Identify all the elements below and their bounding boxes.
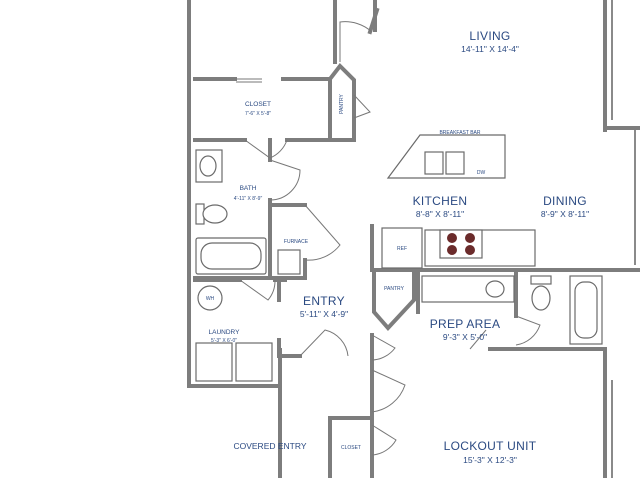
furnace-unit [277,249,301,275]
entry-door [299,329,349,357]
covered-entry-label: COVERED ENTRY [233,441,306,451]
ref-label: REF [397,246,407,252]
walls [187,0,640,478]
refrigerator [381,227,423,269]
dryer [235,342,273,382]
kitchen-dims: 8'-8" X 8'-11" [416,209,464,219]
doors [236,21,541,456]
dining-dims: 8'-9" X 8'-11" [541,209,589,219]
pantry-top-walls [327,62,356,142]
living-label: LIVING [469,29,510,43]
laundry-dims: 5'-3" X 6'-0" [211,338,237,344]
furnace-label: FURNACE [284,239,309,245]
lockout-unit-dims: 15'-3" X 12'-3" [463,455,517,465]
breakfast-bar-label: BREAKFAST BAR [439,130,480,136]
lower-toilet [531,285,551,311]
toilet [202,204,228,224]
bath-sink [199,155,217,177]
labels: LIVING 14'-11" X 14'-4" CLOSET 7'-6" X 5… [206,29,589,465]
laundry-label: LAUNDRY [209,329,241,336]
closet-dims: 7'-6" X 5'-8" [245,111,271,117]
dishwasher-label: DW [477,170,486,176]
living-door [339,21,373,62]
prep-area-dims: 9'-3" X 5'-0" [443,332,487,342]
lockout-unit-label: LOCKOUT UNIT [444,439,537,453]
prep-area-label: PREP AREA [430,317,501,331]
washer [195,342,233,382]
pantry-top-label: PANTRY [339,93,345,113]
closet-label: CLOSET [245,101,271,108]
bath-door [269,159,301,201]
prep-sink [485,280,505,298]
fixtures [195,134,603,382]
range [439,229,483,259]
bath-dims: 4'-11" X 8'-9" [234,196,263,202]
kitchen-sink-left [424,151,444,175]
entry-label: ENTRY [303,294,345,308]
living-dims: 14'-11" X 14'-4" [461,44,519,54]
water-heater-label: WH [206,296,215,302]
bath-label: BATH [240,185,257,192]
kitchen-sink-right [445,151,465,175]
pantry-mid-label: PANTRY [384,286,404,292]
dining-label: DINING [543,194,587,208]
water-heater [197,285,223,311]
entry-exterior-door [371,369,406,413]
entry-dims: 5'-11" X 4'-9" [300,309,348,319]
kitchen-label: KITCHEN [413,194,468,208]
furnace-door [304,204,341,261]
closet-lower-label: CLOSET [341,445,361,451]
